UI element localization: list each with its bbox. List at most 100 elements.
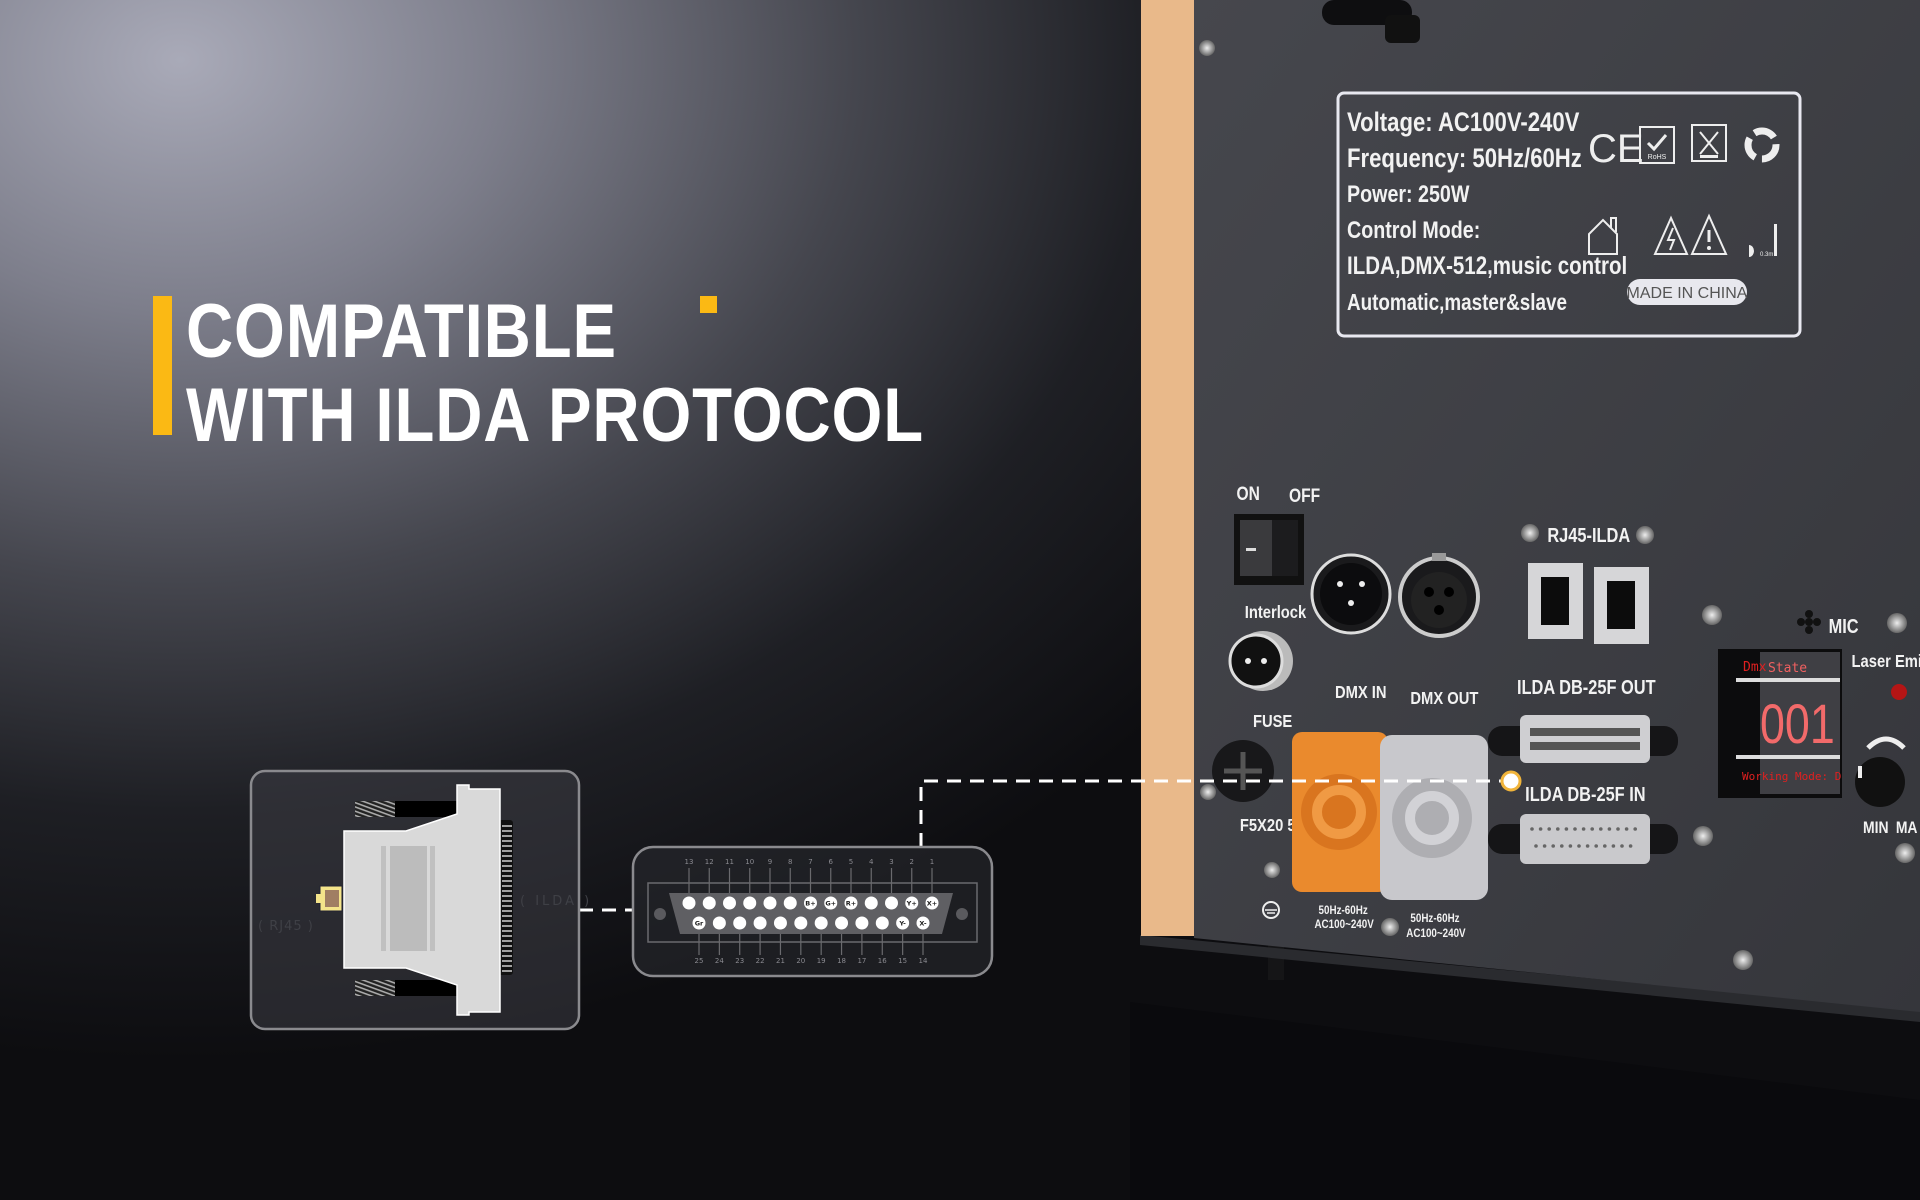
label-dmx-in: DMX IN bbox=[1335, 683, 1387, 703]
pin-label: X- bbox=[919, 920, 926, 928]
pin-number: 9 bbox=[768, 858, 772, 866]
interlock-connector[interactable] bbox=[1228, 631, 1293, 691]
label-off: OFF bbox=[1289, 485, 1320, 507]
electric-hazard-icon bbox=[1653, 215, 1689, 255]
accent-square bbox=[700, 296, 717, 313]
distance-icon: 0.3m bbox=[1749, 224, 1777, 258]
socket-hole bbox=[1624, 827, 1629, 831]
mic-icon bbox=[1797, 610, 1821, 634]
socket-hole bbox=[1551, 844, 1555, 848]
power-in-connector[interactable] bbox=[1292, 732, 1388, 892]
made-in-badge bbox=[1627, 279, 1747, 305]
pin-number: 1 bbox=[930, 858, 934, 866]
adapter-screw-bottom bbox=[355, 980, 457, 996]
socket-hole bbox=[1573, 827, 1577, 831]
ce-mark-icon: CE bbox=[1588, 127, 1644, 171]
label-fuse: FUSE bbox=[1253, 712, 1292, 732]
socket-hole bbox=[1560, 844, 1564, 848]
spec-plate: Voltage: AC100V-240V Frequency: 50Hz/60H… bbox=[1336, 91, 1802, 338]
socket-hole bbox=[1581, 827, 1586, 831]
screw bbox=[1200, 784, 1216, 800]
pin-number: 6 bbox=[829, 858, 834, 866]
callout-marker bbox=[1500, 770, 1522, 792]
fuse-holder[interactable] bbox=[1212, 740, 1274, 802]
dmx-out-connector[interactable] bbox=[1398, 553, 1480, 638]
device-base-edge bbox=[1140, 935, 1920, 1022]
knob-scale-arc bbox=[1866, 736, 1906, 750]
screw bbox=[1693, 826, 1713, 846]
screw bbox=[1264, 862, 1280, 878]
pin bbox=[905, 896, 919, 910]
socket-hole bbox=[1542, 844, 1547, 848]
ground-icon bbox=[1262, 901, 1280, 919]
socket-hole bbox=[1534, 844, 1538, 848]
pin-number: 4 bbox=[869, 858, 874, 866]
db25-in-holes bbox=[1530, 827, 1637, 848]
socket-hole bbox=[1547, 827, 1551, 831]
pin bbox=[682, 896, 696, 910]
socket-hole bbox=[1599, 827, 1603, 831]
pin bbox=[723, 896, 736, 910]
power-switch[interactable] bbox=[1234, 514, 1304, 585]
screw bbox=[1887, 613, 1907, 633]
screw bbox=[1199, 40, 1215, 56]
label-laser-emis: Laser Emis bbox=[1852, 652, 1920, 672]
pin-number: 19 bbox=[817, 957, 826, 965]
power-out-connector[interactable] bbox=[1380, 735, 1488, 900]
label-max: MA bbox=[1896, 819, 1918, 838]
pin bbox=[844, 896, 858, 910]
pin-label: Y+ bbox=[906, 900, 917, 908]
socket-hole bbox=[1594, 844, 1598, 848]
panel-screws bbox=[1199, 40, 1915, 970]
pin-number: 25 bbox=[695, 957, 704, 965]
pin-number: 22 bbox=[756, 957, 765, 965]
db25-out-port[interactable] bbox=[1488, 715, 1678, 763]
adapter-rj45-label: ( RJ45 ) bbox=[258, 919, 314, 934]
label-min: MIN bbox=[1863, 819, 1889, 838]
pin bbox=[925, 896, 939, 910]
svg-text:RoHS: RoHS bbox=[1648, 154, 1667, 161]
wood-side-panel bbox=[1141, 0, 1194, 936]
display-value: 001 bbox=[1760, 692, 1835, 755]
pin bbox=[804, 896, 817, 910]
level-knob[interactable] bbox=[1855, 757, 1905, 807]
accent-bar bbox=[153, 296, 172, 435]
spec-modes: ILDA,DMX-512,music control bbox=[1347, 251, 1627, 279]
pin-number: 23 bbox=[735, 957, 744, 965]
socket-hole bbox=[1633, 827, 1637, 831]
pin bbox=[692, 916, 706, 930]
pin bbox=[783, 896, 797, 910]
pin-number: 14 bbox=[919, 957, 928, 965]
pin-number: 10 bbox=[745, 858, 754, 866]
pin bbox=[712, 916, 726, 930]
headline-line-2: WITH ILDA PROTOCOL bbox=[186, 373, 925, 458]
spec-frequency: Frequency: 50Hz/60Hz bbox=[1347, 144, 1582, 174]
pin-number: 11 bbox=[725, 858, 734, 866]
db25-in-port[interactable] bbox=[1488, 814, 1678, 864]
pin bbox=[875, 916, 889, 930]
pin-label: Y- bbox=[898, 920, 906, 928]
pin-label: X+ bbox=[927, 900, 937, 908]
spec-control-mode: Control Mode: bbox=[1347, 216, 1480, 243]
headline-line-1: COMPATIBLE bbox=[186, 289, 617, 374]
label-power-out-volt: AC100~240V bbox=[1406, 927, 1466, 940]
socket-hole bbox=[1568, 844, 1573, 848]
adapter-screw-top bbox=[355, 801, 457, 817]
warning-icon bbox=[1690, 213, 1728, 255]
pin-number: 2 bbox=[910, 858, 914, 866]
rj45-icon bbox=[316, 885, 343, 912]
rj45-port-1[interactable] bbox=[1528, 563, 1583, 639]
spec-plate-border bbox=[1336, 91, 1802, 338]
pin bbox=[835, 916, 849, 930]
dmx-in-connector[interactable] bbox=[1310, 553, 1392, 635]
adapter-panel: ( ILDA ) ( RJ45 ) bbox=[249, 769, 589, 1031]
pin bbox=[864, 896, 878, 910]
rj45-port-2[interactable] bbox=[1594, 567, 1649, 644]
svg-text:0.3m: 0.3m bbox=[1760, 252, 1773, 258]
spec-automatic: Automatic,master&slave bbox=[1347, 290, 1567, 315]
socket-hole bbox=[1616, 827, 1620, 831]
socket-hole bbox=[1628, 844, 1633, 848]
pin bbox=[763, 896, 777, 910]
display-dmx: Dmx bbox=[1743, 660, 1767, 675]
socket-hole bbox=[1556, 827, 1560, 831]
